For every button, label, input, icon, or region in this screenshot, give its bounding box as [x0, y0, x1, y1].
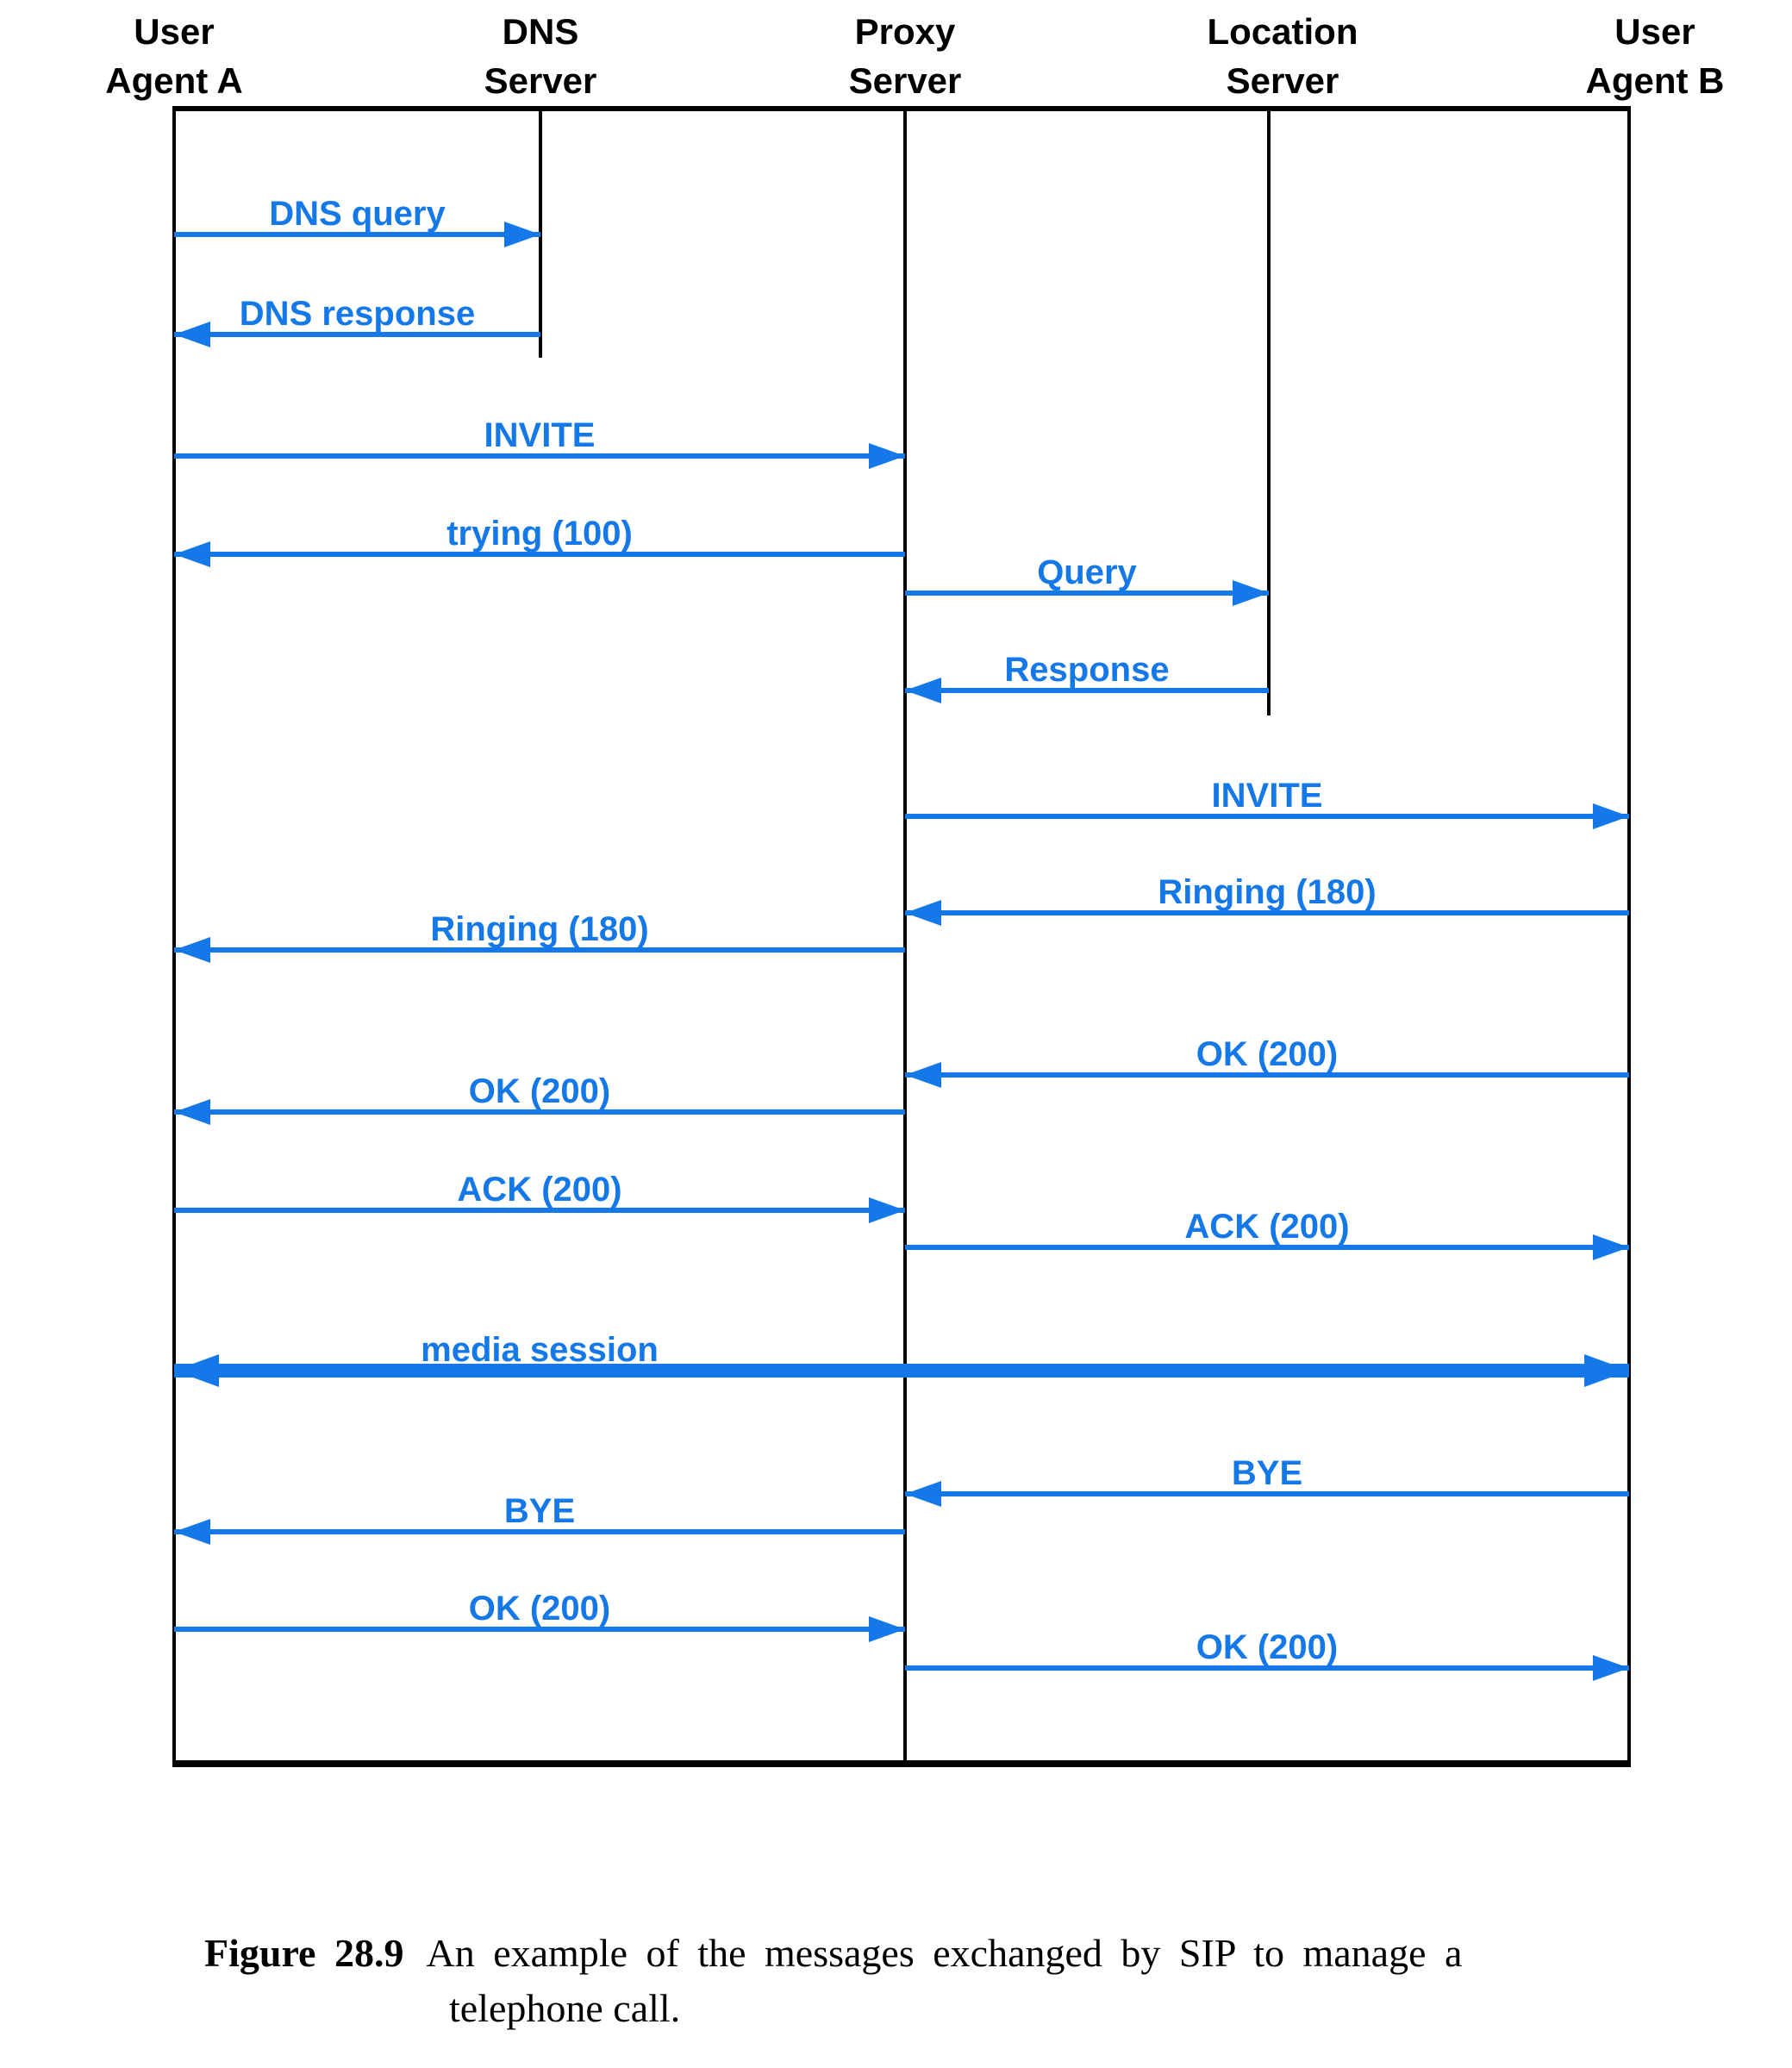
message-label: Response — [1004, 651, 1170, 689]
frame-bottom-border — [172, 1760, 1631, 1767]
message-label: OK (200) — [468, 1590, 611, 1628]
message-line — [174, 1627, 905, 1632]
figure-number: Figure 28.9 — [204, 1931, 404, 1975]
message-label: INVITE — [1211, 777, 1323, 815]
message-line — [905, 590, 1269, 596]
message-label: trying (100) — [446, 515, 633, 553]
entity-name-line2: Agent A — [105, 60, 243, 101]
figure-caption: Figure 28.9 An example of the messages ex… — [204, 1929, 1462, 1977]
arrowhead-right — [1593, 1234, 1629, 1260]
arrowhead-left — [174, 1519, 210, 1545]
lifeline-user-agent-b — [1627, 110, 1631, 1764]
message-line — [905, 1491, 1629, 1496]
arrowhead-left — [174, 541, 210, 567]
frame-top-border — [172, 106, 1631, 111]
message-label: BYE — [1231, 1454, 1303, 1492]
arrowhead-right — [1584, 1354, 1629, 1387]
arrowhead-left — [905, 900, 941, 926]
arrowhead-left — [905, 1062, 941, 1088]
message-line — [174, 1364, 1629, 1378]
figure-caption-text: An example of the messages exchanged by … — [426, 1931, 1463, 1975]
message-label: OK (200) — [1196, 1628, 1339, 1666]
arrowhead-right — [1233, 580, 1269, 606]
entity-name-line1: Location — [1207, 11, 1358, 52]
message-label: DNS response — [239, 295, 476, 333]
arrowhead-left — [174, 322, 210, 347]
message-line — [905, 688, 1269, 693]
entity-header-dns-server: DNS Server — [484, 7, 597, 105]
lifeline-proxy-server — [903, 110, 907, 1764]
lifeline-dns-server — [539, 110, 542, 358]
entity-name-line2: Server — [848, 60, 962, 101]
message-line — [905, 814, 1629, 819]
message-label: DNS query — [269, 195, 446, 233]
arrowhead-right — [1593, 1655, 1629, 1681]
entity-name-line2: Server — [484, 60, 597, 101]
message-line — [905, 910, 1629, 915]
entity-name-line2: Agent B — [1585, 60, 1725, 101]
message-label: Ringing (180) — [1158, 873, 1377, 911]
message-label: OK (200) — [1196, 1035, 1339, 1073]
entity-name-line2: Server — [1226, 60, 1339, 101]
entity-name-line1: User — [134, 11, 215, 52]
entity-name-line1: DNS — [502, 11, 579, 52]
message-line — [905, 1665, 1629, 1671]
message-label: Query — [1037, 553, 1137, 591]
arrowhead-right — [1593, 803, 1629, 829]
message-label: BYE — [503, 1492, 576, 1530]
message-line — [174, 1208, 905, 1213]
arrowhead-left — [905, 678, 941, 703]
arrowhead-left — [174, 937, 210, 963]
message-line — [174, 453, 905, 459]
arrowhead-left — [174, 1099, 210, 1125]
message-line — [174, 1109, 905, 1115]
message-label: ACK (200) — [457, 1171, 622, 1209]
message-line — [174, 1529, 905, 1534]
entity-name-line1: User — [1614, 11, 1695, 52]
message-line — [174, 332, 540, 337]
message-line — [174, 232, 540, 237]
arrowhead-left — [174, 1354, 219, 1387]
arrowhead-right — [869, 1616, 905, 1642]
arrowhead-right — [504, 222, 540, 247]
message-line — [905, 1072, 1629, 1078]
message-label: OK (200) — [468, 1072, 611, 1110]
figure-caption-line2: telephone call. — [449, 1986, 681, 2030]
arrowhead-right — [869, 443, 905, 469]
message-label: INVITE — [484, 416, 596, 454]
arrowhead-right — [869, 1197, 905, 1223]
message-label: ACK (200) — [1184, 1208, 1350, 1246]
arrowhead-left — [905, 1481, 941, 1507]
lifeline-location-server — [1267, 110, 1271, 715]
message-line — [174, 552, 905, 557]
message-label: Ringing (180) — [430, 910, 649, 948]
entity-name-line1: Proxy — [854, 11, 956, 52]
message-line — [905, 1245, 1629, 1250]
message-label: media session — [421, 1331, 659, 1369]
message-line — [174, 947, 905, 953]
